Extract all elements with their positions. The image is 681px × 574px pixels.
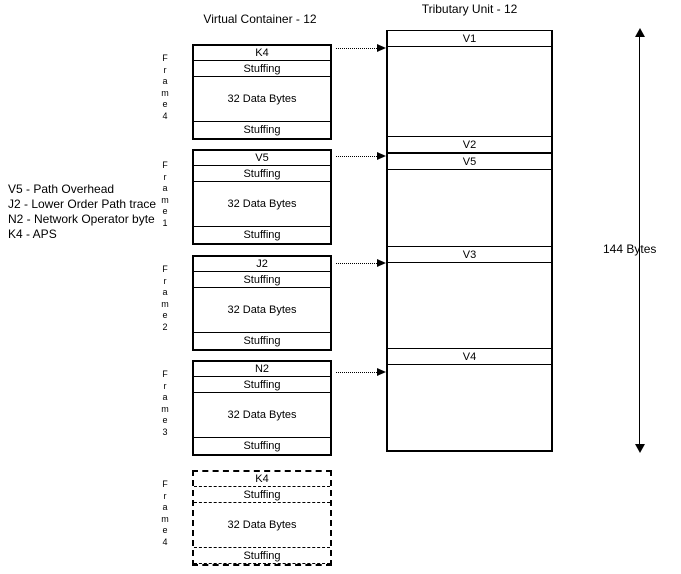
vc-row-stuffing-bottom: Stuffing	[194, 438, 330, 454]
legend-line-v5: V5 - Path Overhead	[8, 182, 115, 196]
vc-row-data: 32 Data Bytes	[194, 77, 330, 122]
vc12-frame-block-4-top: K4 Stuffing 32 Data Bytes Stuffing	[192, 44, 332, 140]
tributary-unit-title: Tributary Unit - 12	[421, 2, 518, 16]
frame-number: 4	[162, 110, 168, 121]
vc-row-overhead: J2	[194, 257, 330, 272]
arrow-shaft	[639, 36, 640, 445]
frame-number: 4	[162, 536, 168, 547]
tu12-block: V1 V2 V5 V3 V4	[386, 30, 553, 452]
vc12-frame-block-4-bottom-ghost: K4 Stuffing 32 Data Bytes Stuffing	[192, 470, 332, 566]
frame-letter-e: e	[162, 99, 168, 109]
virtual-container-title: Virtual Container - 12	[203, 12, 317, 26]
frame-letter-f: F	[162, 160, 168, 170]
vc12-frame-block-2: J2 Stuffing 32 Data Bytes Stuffing	[192, 255, 332, 351]
arrow-head-down-icon	[635, 444, 645, 453]
vc-row-stuffing-top: Stuffing	[194, 487, 330, 503]
frame-letter-f: F	[162, 53, 168, 63]
frame-label-4-top: F r a m e 4	[158, 53, 172, 122]
vc-row-data: 32 Data Bytes	[194, 288, 330, 333]
frame-label-1: F r a m e 1	[158, 160, 172, 229]
frame-letter-a: a	[162, 183, 168, 193]
tu-pointer-row-v4: V4	[388, 348, 551, 365]
frame-letter-r: r	[163, 380, 167, 391]
connector-arrow-frame4-to-v1	[336, 44, 388, 53]
frame-label-3: F r a m e 3	[158, 369, 172, 438]
tu-pointer-row-v3: V3	[388, 246, 551, 263]
vc-row-stuffing-bottom: Stuffing	[194, 122, 330, 138]
frame-letter-f: F	[162, 264, 168, 274]
vc12-frame-block-3: N2 Stuffing 32 Data Bytes Stuffing	[192, 360, 332, 456]
frame-letter-m: m	[161, 513, 169, 524]
frame-letter-a: a	[162, 502, 168, 512]
vc-row-stuffing-top: Stuffing	[194, 377, 330, 393]
frame-letter-m: m	[161, 194, 169, 205]
vc-row-stuffing-top: Stuffing	[194, 61, 330, 77]
frame-letter-a: a	[162, 287, 168, 297]
frame-letter-r: r	[163, 490, 167, 501]
frame-letter-m: m	[161, 403, 169, 414]
frame-letter-f: F	[162, 479, 168, 489]
frame-letter-a: a	[162, 76, 168, 86]
frame-letter-m: m	[161, 298, 169, 309]
frame-number: 2	[162, 321, 168, 332]
tu-pointer-row-v5: V5	[388, 153, 551, 170]
arrow-head-up-icon	[635, 28, 645, 37]
vc-row-stuffing-bottom: Stuffing	[194, 333, 330, 349]
frame-letter-e: e	[162, 206, 168, 216]
vc-row-stuffing-bottom: Stuffing	[194, 227, 330, 243]
frame-letter-e: e	[162, 310, 168, 320]
vc-row-data: 32 Data Bytes	[194, 503, 330, 548]
frame-letter-f: F	[162, 369, 168, 379]
frame-letter-r: r	[163, 275, 167, 286]
tu-pointer-row-v2: V2	[388, 136, 551, 153]
vc-row-data: 32 Data Bytes	[194, 393, 330, 438]
legend-line-n2: N2 - Network Operator byte	[8, 212, 155, 226]
legend-line-k4: K4 - APS	[8, 227, 57, 241]
legend-line-j2: J2 - Lower Order Path trace	[8, 197, 157, 211]
connector-arrow-frame3-to-v4	[336, 368, 388, 377]
connector-arrow-frame2-to-v3	[336, 259, 388, 268]
vc-row-stuffing-bottom: Stuffing	[194, 548, 330, 564]
vc-row-stuffing-top: Stuffing	[194, 272, 330, 288]
legend: V5 - Path Overhead J2 - Lower Order Path…	[8, 182, 156, 242]
frame-letter-e: e	[162, 525, 168, 535]
vc-row-overhead: N2	[194, 362, 330, 377]
dimension-label-144-bytes: 144 Bytes	[603, 242, 657, 256]
frame-letter-r: r	[163, 64, 167, 75]
frame-number: 1	[162, 217, 168, 228]
connector-arrow-frame1-to-v5	[336, 152, 388, 161]
dimension-arrow-144-bytes	[635, 28, 645, 453]
frame-letter-a: a	[162, 392, 168, 402]
vc-row-data: 32 Data Bytes	[194, 182, 330, 227]
frame-number: 3	[162, 426, 168, 437]
vc12-frame-block-1: V5 Stuffing 32 Data Bytes Stuffing	[192, 149, 332, 245]
frame-label-4-bottom: F r a m e 4	[158, 479, 172, 548]
vc-row-overhead: K4	[194, 46, 330, 61]
frame-label-2: F r a m e 2	[158, 264, 172, 333]
frame-letter-m: m	[161, 87, 169, 98]
vc-row-overhead: K4	[194, 472, 330, 487]
vc-row-overhead: V5	[194, 151, 330, 166]
frame-letter-e: e	[162, 415, 168, 425]
vc-row-stuffing-top: Stuffing	[194, 166, 330, 182]
tu-pointer-row-v1: V1	[388, 31, 551, 47]
frame-letter-r: r	[163, 171, 167, 182]
